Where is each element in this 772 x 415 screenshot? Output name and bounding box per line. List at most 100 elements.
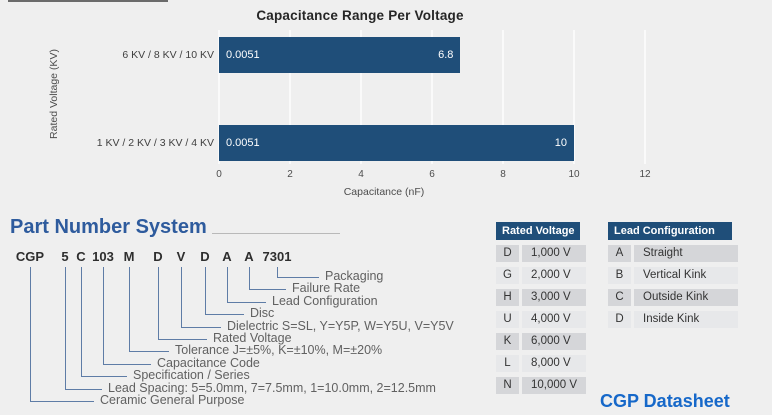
table-cell-code: U [496, 310, 519, 328]
part-number-field-label: Rated Voltage [213, 331, 292, 346]
connector-horizontal-line [277, 277, 319, 278]
table-cell-value: Vertical Kink [634, 266, 738, 284]
bar-min-label: 0.0051 [226, 49, 260, 61]
table-cell-code: H [496, 288, 519, 306]
table-cell-value: 10,000 V [522, 376, 586, 394]
connector-vertical-line [103, 267, 104, 364]
chart-bar: 0.0051 6.8 [219, 37, 461, 73]
cell-divider [631, 244, 634, 262]
cell-divider [631, 288, 634, 306]
connector-horizontal-line [103, 363, 151, 365]
table-cell-value: Straight [634, 244, 738, 262]
table-cell-code: G [496, 266, 519, 284]
chart-x-tick: 10 [568, 169, 580, 180]
chart-category-label: 1 KV / 2 KV / 3 KV / 4 KV [96, 137, 214, 149]
part-number-field-label: Lead Spacing: 5=5.0mm, 7=7.5mm, 1=10.0mm… [108, 380, 436, 395]
chart-x-tick: 12 [639, 169, 651, 180]
chart-x-tick: 0 [216, 169, 222, 180]
table-cell-value: 2,000 V [522, 266, 586, 284]
part-number-field-label: Capacitance Code [157, 355, 260, 370]
part-number-code: 5 [61, 249, 69, 264]
top-edge-artifact [8, 0, 168, 2]
part-number-system-title: Part Number System [10, 216, 207, 238]
cell-divider [519, 288, 522, 306]
cell-divider [519, 376, 522, 394]
part-number-field-label: Dielectric S=SL, Y=Y5P, W=Y5U, V=Y5V [227, 318, 454, 333]
connector-vertical-line [205, 267, 206, 315]
part-number-code: CGP [15, 249, 45, 264]
rated-voltage-table-header: Rated Voltage [496, 222, 580, 240]
connector-horizontal-line [205, 314, 244, 316]
chart-gridline [218, 30, 220, 164]
connector-vertical-line [227, 267, 228, 302]
bar-max-label: 6.8 [438, 49, 454, 61]
connector-vertical-line [65, 267, 66, 389]
connector-vertical-line [249, 267, 250, 290]
table-cell-code: D [496, 244, 519, 262]
chart-gridline [502, 30, 504, 164]
chart-y-axis-title: Rated Voltage (KV) [48, 49, 60, 139]
table-cell-value: 3,000 V [522, 288, 586, 306]
cell-divider [631, 266, 634, 284]
part-number-field-label: Tolerance J=±5%, K=±10%, M=±20% [175, 343, 383, 358]
part-number-code: C [76, 249, 86, 264]
chart-x-tick: 2 [287, 169, 293, 180]
part-number-code: A [244, 249, 254, 264]
connector-horizontal-line [30, 401, 94, 402]
chart-x-axis-title: Capacitance (nF) [343, 186, 425, 198]
cell-divider [519, 244, 522, 262]
cell-divider [519, 310, 522, 328]
part-number-code: M [123, 249, 135, 264]
connector-horizontal-line [65, 388, 102, 390]
cgp-datasheet-link[interactable]: CGP Datasheet [600, 391, 730, 411]
chart-gridline [431, 30, 433, 164]
chart-gridline [289, 30, 291, 164]
connector-vertical-line [181, 267, 182, 327]
cell-divider [519, 332, 522, 350]
connector-vertical-line [81, 267, 82, 377]
connector-horizontal-line [181, 326, 221, 328]
chart-category-label: 6 KV / 8 KV / 10 KV [122, 49, 214, 61]
connector-horizontal-line [249, 289, 286, 291]
cell-divider [631, 310, 634, 328]
part-number-field-label: Lead Configuration [272, 293, 378, 308]
part-number-code: 7301 [262, 249, 292, 264]
table-cell-code: L [496, 354, 519, 372]
cell-divider [519, 354, 522, 372]
table-cell-code: A [608, 244, 631, 262]
part-number-field-label: Disc [250, 306, 275, 321]
lead-configuration-table-header: Lead Configuration [608, 222, 732, 240]
part-number-code: A [222, 249, 232, 264]
cell-divider [519, 266, 522, 284]
chart-gridline [360, 30, 362, 164]
part-number-code: D [153, 249, 163, 264]
connector-vertical-line [129, 267, 130, 352]
chart-title: Capacitance Range Per Voltage [256, 8, 464, 23]
connector-horizontal-line [81, 376, 127, 378]
chart-x-tick: 4 [358, 169, 364, 180]
table-cell-value: 8,000 V [522, 354, 586, 372]
table-cell-value: 6,000 V [522, 332, 586, 350]
connector-vertical-line [277, 267, 278, 277]
part-number-code: V [176, 249, 186, 264]
table-cell-code: D [608, 310, 631, 328]
title-underline-rule [212, 233, 340, 234]
part-number-field-label: Packaging [325, 269, 384, 284]
chart-x-tick: 8 [500, 169, 506, 180]
part-number-field-label: Specification / Series [133, 368, 250, 383]
table-cell-value: 4,000 V [522, 310, 586, 328]
chart-gridline [573, 30, 575, 164]
